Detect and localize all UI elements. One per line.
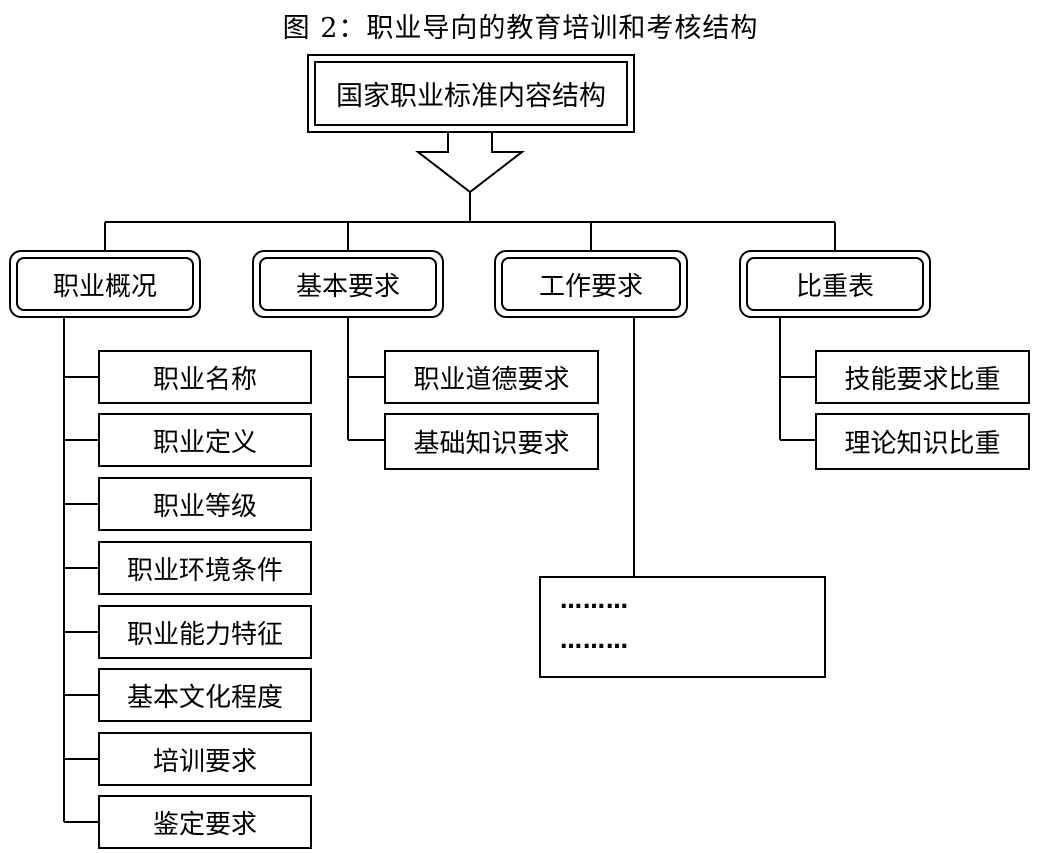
- category-box-inner-2: [259, 257, 437, 311]
- subitem-box: [98, 350, 312, 404]
- placeholder-box: [539, 576, 826, 678]
- placeholder-dots: ………: [560, 629, 629, 654]
- category-label: 基本要求: [295, 271, 400, 302]
- subitem-label: 职业能力特征: [126, 619, 283, 650]
- subitem-label: 基本文化程度: [126, 682, 283, 713]
- subitem-box: [98, 605, 312, 659]
- subitem-box: [384, 350, 599, 404]
- root-box-inner: [314, 61, 628, 126]
- placeholder-dots: ………: [560, 589, 629, 614]
- category-box-outer-1: [9, 250, 201, 318]
- subitem-label: 理论知识比重: [844, 429, 1001, 459]
- subitem-box: [98, 541, 312, 595]
- subitem-label: 职业名称: [152, 364, 257, 395]
- category-label: 职业概况: [52, 271, 157, 302]
- diagram-title: 图 2：职业导向的教育培训和考核结构: [282, 13, 759, 44]
- category-label: 工作要求: [538, 271, 643, 302]
- subitem-label: 职业定义: [152, 427, 257, 458]
- subitem-label: 职业等级: [152, 491, 257, 522]
- subitem-box: [815, 413, 1030, 470]
- category-label: 比重表: [795, 271, 874, 302]
- subitem-box: [98, 732, 312, 786]
- subitem-label: 鉴定要求: [152, 809, 257, 840]
- category-box-inner-4: [746, 257, 924, 311]
- subitem-label: 基础知识要求: [413, 429, 570, 459]
- category-box-inner-1: [16, 257, 194, 311]
- subitem-label: 技能要求比重: [844, 364, 1001, 395]
- subitem-box: [98, 795, 312, 849]
- subitem-label: 培训要求: [152, 746, 257, 777]
- category-box-outer-4: [739, 250, 931, 318]
- category-box-outer-3: [494, 250, 688, 318]
- down-arrow: [415, 131, 525, 194]
- subitem-label: 职业环境条件: [126, 555, 283, 586]
- subitem-box: [98, 477, 312, 531]
- subitem-label: 职业道德要求: [413, 364, 570, 395]
- root-label: 国家职业标准内容结构: [336, 81, 606, 112]
- subitem-box: [98, 413, 312, 467]
- subitem-box: [384, 413, 599, 470]
- subitem-box: [815, 350, 1030, 404]
- subitem-box: [98, 668, 312, 722]
- category-box-inner-3: [501, 257, 681, 311]
